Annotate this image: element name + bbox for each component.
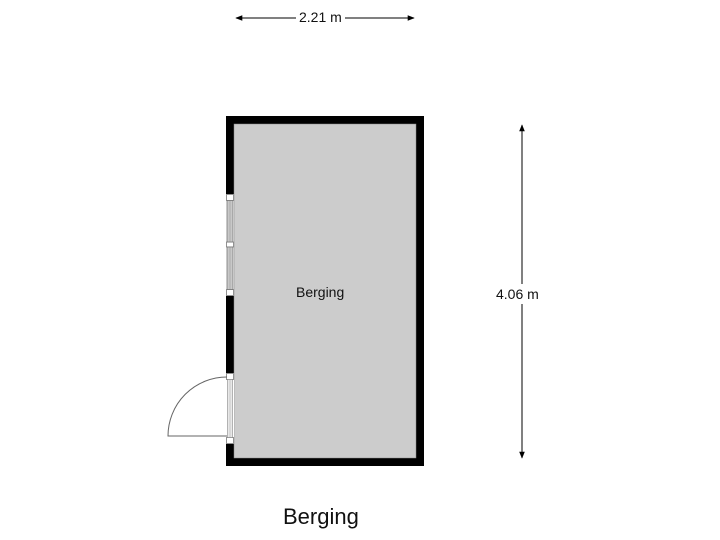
room-floor[interactable] xyxy=(233,123,417,459)
floor-title: Berging xyxy=(283,504,359,529)
room-name-label: Berging xyxy=(296,284,345,300)
height-dimension-label: 4.06 m xyxy=(496,284,539,304)
window xyxy=(226,194,234,296)
width-dimension-label: 2.21 m xyxy=(296,9,345,25)
door xyxy=(167,373,234,444)
